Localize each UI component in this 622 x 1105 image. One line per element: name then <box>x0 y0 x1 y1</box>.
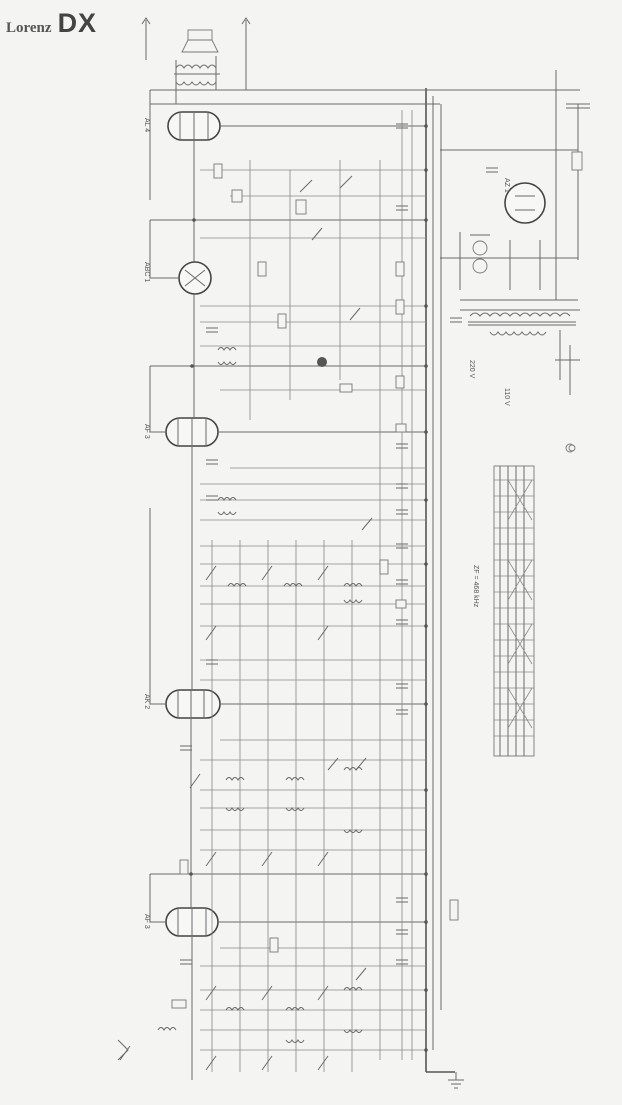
junction-dots <box>189 124 428 1052</box>
rectifier-tube-icon <box>504 182 546 224</box>
speaker-section <box>141 17 251 104</box>
speaker-icon <box>187 29 213 41</box>
tube-label-ak2: AK 2 <box>143 694 150 709</box>
band-switch-contacts <box>117 565 329 1071</box>
coil-set <box>157 347 363 1043</box>
tube-label-abc1: ABC 1 <box>143 262 150 282</box>
power-supply: AZ 1 220 V 110 V <box>459 103 590 453</box>
signal-branches <box>200 110 426 1072</box>
mains-tap-label: 220 V <box>468 360 475 379</box>
tube-label-af3-upper: AF 3 <box>143 424 150 439</box>
mains-voltage-label: 110 V <box>503 388 510 406</box>
schematic-title: Lorenz DX <box>6 8 97 39</box>
trimmer-capacitors <box>299 175 373 981</box>
model-name: DX <box>57 8 98 38</box>
tube-abc1: ABC 1 <box>143 261 212 295</box>
if-frequency-label: ZF = 468 kHz <box>472 565 479 608</box>
rectifier-label: AZ 1 <box>503 178 510 193</box>
passive-components <box>171 163 576 1009</box>
tube-ak2: AK 2 <box>143 689 221 719</box>
tube-al4: AL 4 <box>143 111 221 141</box>
potentiometer-knob-icon <box>317 357 327 367</box>
brand-name: Lorenz <box>6 20 52 36</box>
supply-rails <box>149 70 580 1089</box>
tube-label-al4: AL 4 <box>143 118 150 132</box>
tube-label-af3-lower: AF 3 <box>143 914 150 929</box>
switch-position-table <box>493 465 535 757</box>
capacitor-bank <box>180 123 498 965</box>
